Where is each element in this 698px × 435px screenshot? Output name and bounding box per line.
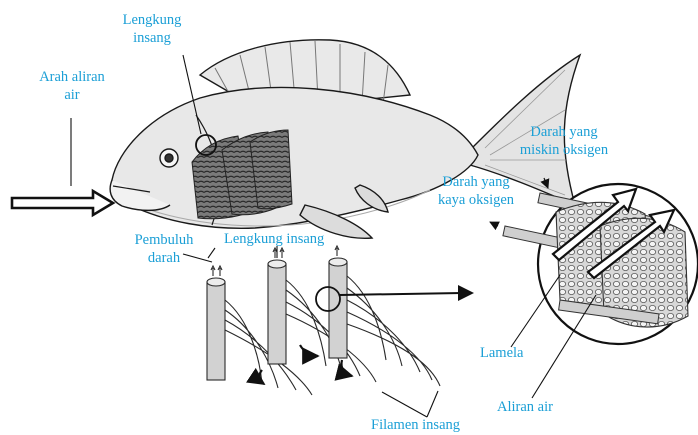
label-oxygenated-blood-line1: Darah yang bbox=[426, 173, 526, 191]
label-deoxygenated-blood-line1: Darah yang bbox=[508, 123, 620, 141]
label-water-flow-direction: Arah aliran air bbox=[20, 68, 124, 104]
label-water-flow-direction-line2: air bbox=[20, 86, 124, 104]
label-water-flow-direction-line1: Arah aliran bbox=[20, 68, 124, 86]
label-deoxygenated-blood-line2: miskin oksigen bbox=[508, 141, 620, 159]
label-gill-arch-bottom: Lengkung insang bbox=[224, 230, 324, 248]
gill-arch-illustration bbox=[207, 246, 440, 395]
label-lamella: Lamela bbox=[480, 344, 523, 362]
label-gill-filaments: Filamen insang bbox=[371, 416, 460, 434]
oxygenated-blood-arrow bbox=[490, 222, 498, 226]
label-deoxygenated-blood: Darah yang miskin oksigen bbox=[508, 123, 620, 159]
label-gill-arch-top-line1: Lengkung bbox=[112, 11, 192, 29]
zoom-pointer-line bbox=[340, 293, 462, 295]
label-blood-vessel-line1: Pembuluh bbox=[124, 231, 204, 249]
label-gill-arch-top-line2: insang bbox=[112, 29, 192, 47]
water-flow-arrow-icon bbox=[12, 191, 113, 215]
lamella-closeup-illustration bbox=[503, 184, 698, 344]
label-water-flow: Aliran air bbox=[497, 398, 553, 416]
label-oxygenated-blood-line2: kaya oksigen bbox=[426, 191, 526, 209]
label-oxygenated-blood: Darah yang kaya oksigen bbox=[426, 173, 526, 209]
zoom-pointer-head bbox=[458, 285, 474, 301]
label-gill-arch-top: Lengkung insang bbox=[112, 11, 192, 47]
label-blood-vessel-line2: darah bbox=[124, 249, 204, 267]
label-blood-vessel: Pembuluh darah bbox=[124, 231, 204, 267]
